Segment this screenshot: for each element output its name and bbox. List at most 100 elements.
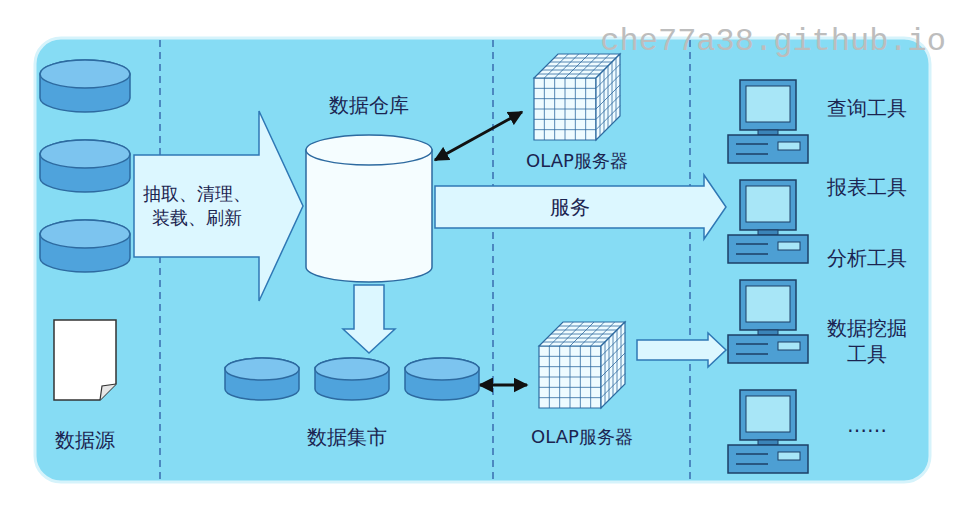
cube-grid (539, 397, 601, 398)
node-shape (36, 58, 134, 453)
cube-grid (596, 106, 620, 130)
cube-grid (580, 346, 581, 408)
screen (746, 186, 790, 222)
block-arrow (343, 285, 395, 353)
drive-slot (736, 463, 768, 465)
screen (746, 86, 790, 122)
data-source-group: 数据源 (36, 58, 134, 453)
node-label: OLAP服务器 (526, 149, 628, 172)
cube-grid (559, 326, 621, 327)
cube-grid (601, 374, 625, 398)
cube-grid (534, 119, 596, 120)
drive-bay (778, 142, 800, 150)
database-disk-top (40, 60, 130, 88)
computer-base (728, 135, 808, 163)
drive-bay (778, 342, 800, 350)
watermark: che77a38.github.io (600, 24, 946, 59)
tool-label: 数据挖掘 工具 (821, 315, 913, 367)
cube-grid (550, 62, 612, 63)
cube-grid (601, 353, 625, 377)
computer-icon (728, 280, 808, 363)
data-mart-group: 数据集市 (215, 355, 480, 450)
tool-label: …… (821, 412, 913, 438)
drive-bay (778, 242, 800, 250)
node-shape (303, 92, 435, 285)
database-disk (315, 358, 389, 400)
flow-label: 抽取、清理、装载、刷新 (141, 182, 253, 231)
tool-label: 查询工具 (821, 95, 913, 121)
cube-grid (585, 78, 586, 140)
computer-icon (728, 80, 808, 163)
screen (746, 286, 790, 322)
cube-grid (612, 62, 613, 124)
node-shape (726, 75, 926, 480)
cylinder-top (306, 135, 432, 165)
divider-line (159, 40, 161, 480)
drive-slot (736, 343, 768, 345)
block-arrow (637, 333, 726, 367)
cylinder-body (306, 150, 432, 282)
cube-grid (617, 330, 618, 392)
warehouse-cylinder: 数据仓库 (303, 92, 435, 285)
screen (746, 396, 790, 432)
cube-grid (546, 66, 608, 67)
block-arrow (134, 111, 303, 301)
cube-grid (596, 85, 620, 109)
cube-grid (590, 346, 591, 408)
cube-grid (534, 129, 596, 130)
database-disk-top (40, 140, 130, 168)
olap-cube: OLAP服务器 (522, 52, 632, 172)
database-disk-top (315, 358, 389, 380)
drive-slot (736, 143, 768, 145)
database-disk-top (225, 358, 299, 380)
drive-slot (736, 253, 768, 255)
monitor (740, 80, 796, 130)
computer-icon (728, 390, 808, 473)
tool-label: 报表工具 (821, 174, 913, 200)
drive-slot (736, 453, 768, 455)
cube-grid (621, 326, 622, 388)
document-icon (54, 320, 116, 400)
cube-grid (575, 78, 576, 140)
cube-grid (551, 334, 613, 335)
block-arrow (435, 175, 726, 239)
computer-base (728, 335, 808, 363)
divider-line (492, 40, 494, 480)
cube-face (601, 322, 625, 408)
monitor (740, 390, 796, 440)
tool-column: 查询工具报表工具分析工具数据挖掘 工具 …… (726, 75, 926, 480)
database-disk (40, 60, 130, 112)
monitor (740, 280, 796, 330)
database-disk (40, 140, 130, 192)
cube-grid (555, 330, 617, 331)
monitor (740, 180, 796, 230)
computer-base (728, 235, 808, 263)
database-disk (405, 358, 479, 400)
drive-slot (736, 243, 768, 245)
database-disk (225, 358, 299, 400)
document-fold (100, 384, 116, 400)
cube-grid (539, 377, 601, 378)
panel (35, 38, 930, 482)
computer-icon (728, 180, 808, 263)
node-label: 数据源 (55, 427, 115, 453)
cube-face (539, 346, 601, 408)
cube-face (534, 78, 596, 140)
tool-label: 分析工具 (821, 245, 913, 271)
database-disk-top (405, 358, 479, 380)
cube-grid (575, 54, 599, 78)
drive-slot (736, 353, 768, 355)
computer-base (728, 445, 808, 473)
olap-cube: OLAP服务器 (527, 320, 637, 448)
node-label: 数据仓库 (329, 92, 409, 118)
flow-label: 服务 (550, 194, 590, 221)
drive-bay (778, 452, 800, 460)
double-arrow-line (480, 384, 528, 387)
node-label: 数据集市 (307, 424, 387, 450)
database-disk-top (40, 220, 130, 248)
double-arrow-line (435, 112, 522, 160)
cube-grid (601, 363, 625, 387)
divider-line (689, 40, 691, 480)
